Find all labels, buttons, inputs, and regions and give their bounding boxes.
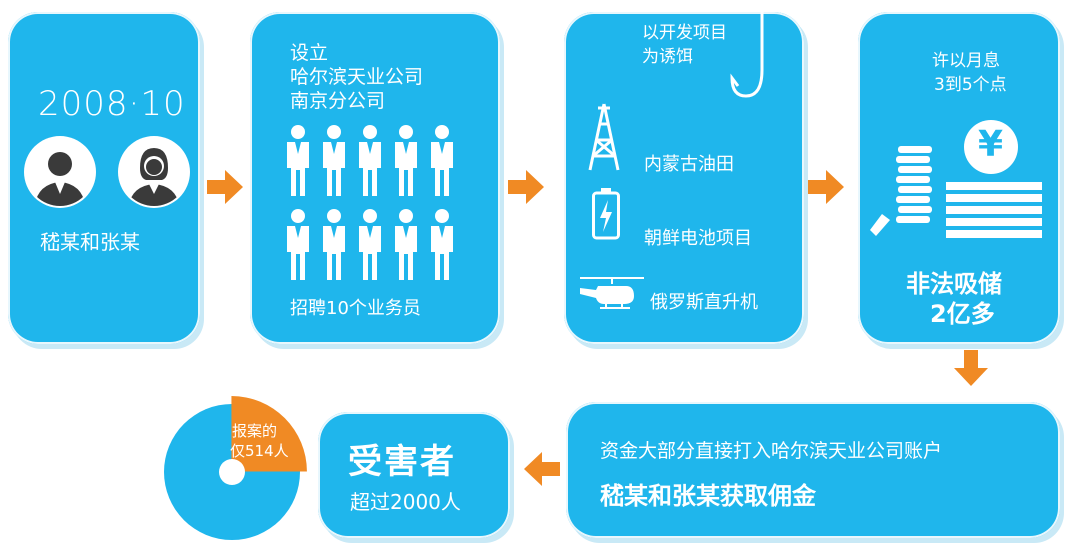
deposit-line-2: 2亿多 — [930, 300, 995, 328]
funds-line-1: 资金大部分直接打入哈尔滨天业公司账户 — [600, 440, 943, 462]
staff-person-icon — [287, 125, 309, 196]
arrow-left-icon — [524, 452, 560, 486]
project-item-battery: 朝鲜电池项目 — [644, 228, 752, 249]
reported-ratio-pie — [160, 396, 308, 546]
victims-subtitle: 超过2000人 — [350, 490, 461, 514]
step-card-branch: 设立 哈尔滨天业公司 南京分公司 招聘10个业务员 — [250, 12, 500, 344]
project-item-oil: 内蒙古油田 — [644, 154, 734, 175]
funds-line-2: 嵇某和张某获取佣金 — [600, 482, 816, 510]
project-item-helicopter: 俄罗斯直升机 — [650, 292, 758, 313]
branch-line-2: 哈尔滨天业公司 — [290, 66, 424, 88]
staff-person-icon — [431, 125, 453, 196]
branch-line-3: 南京分公司 — [290, 90, 386, 112]
bait-line-1: 以开发项目 — [642, 23, 727, 43]
staff-person-icon — [287, 209, 309, 280]
arrow-right-icon — [207, 170, 243, 204]
recruit-text: 招聘10个业务员 — [290, 298, 421, 319]
founders-names: 嵇某和张某 — [40, 230, 140, 254]
bait-line-2: 为诱饵 — [642, 47, 693, 67]
staff-person-icon — [395, 209, 417, 280]
staff-icons-group — [284, 124, 464, 284]
coins-icon — [862, 124, 1052, 244]
arrow-right-icon — [808, 170, 844, 204]
staff-person-icon — [323, 125, 345, 196]
helicopter-icon — [576, 274, 648, 314]
victims-title: 受害者 — [348, 442, 456, 482]
person-icon — [22, 134, 98, 210]
step-card-funds: 资金大部分直接打入哈尔滨天业公司账户 嵇某和张某获取佣金 — [566, 402, 1060, 538]
step-card-founders: 2008·10 嵇某和张某 — [8, 12, 200, 344]
staff-person-icon — [395, 125, 417, 196]
interest-line-1: 许以月息 — [932, 51, 1000, 71]
interest-line-2: 3到5个点 — [934, 75, 1007, 95]
hook-icon — [724, 12, 784, 112]
step-card-deposits: 许以月息 3到5个点 ¥ 非法 — [858, 12, 1060, 344]
staff-person-icon — [359, 209, 381, 280]
reported-line-2: 仅514人 — [230, 442, 289, 460]
step-card-victims: 受害者 超过2000人 — [318, 412, 510, 538]
yuan-symbol: ¥ — [978, 124, 1004, 165]
branch-line-1: 设立 — [290, 42, 329, 64]
step-card-projects: 以开发项目 为诱饵 内蒙古油田 朝鲜电池项目 俄 — [564, 12, 804, 344]
yuan-coin-icon — [962, 118, 1020, 176]
battery-icon — [592, 188, 620, 240]
staff-person-icon — [323, 209, 345, 280]
arrow-right-icon — [508, 170, 544, 204]
oil-derrick-icon — [584, 100, 624, 172]
founding-date: 2008·10 — [38, 84, 186, 124]
person-icon — [116, 134, 192, 210]
staff-person-icon — [359, 125, 381, 196]
reported-line-1: 报案的 — [232, 422, 278, 440]
deposit-line-1: 非法吸储 — [906, 270, 1002, 298]
arrow-down-icon — [954, 350, 988, 386]
staff-person-icon — [431, 209, 453, 280]
